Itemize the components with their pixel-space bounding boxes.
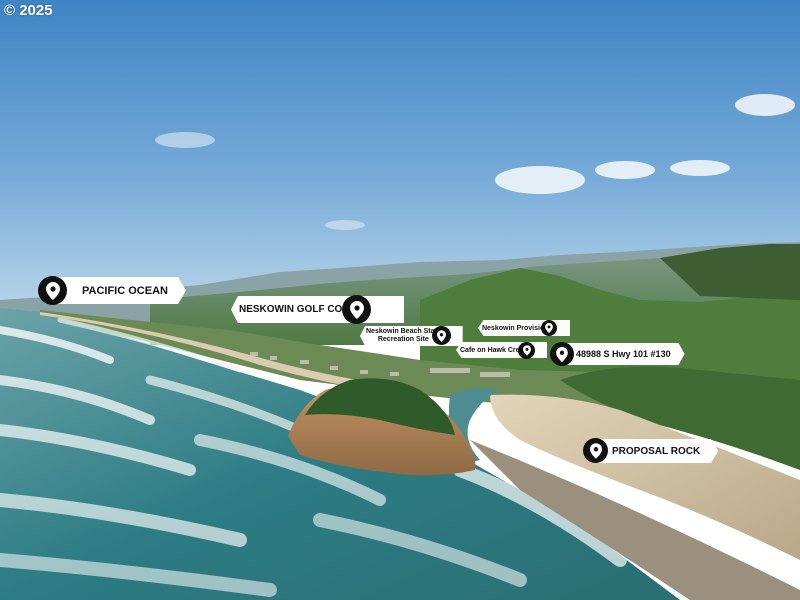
rock-trees (305, 378, 455, 435)
map-pin-icon[interactable] (583, 438, 608, 463)
map-pin-icon[interactable] (550, 342, 574, 366)
north-beach (40, 312, 420, 395)
marker-text-line2: Recreation Site (377, 336, 429, 343)
marker-text-line1: Neskowin Beach State (366, 328, 441, 335)
marker-text: 48988 S Hwy 101 #130 (576, 349, 671, 359)
marker-text: PACIFIC OCEAN (82, 284, 168, 297)
marker-label-address[interactable]: 48988 S Hwy 101 #130 (563, 343, 685, 365)
marker-label-pacific-ocean[interactable]: PACIFIC OCEAN (54, 277, 186, 304)
map-pin-icon[interactable] (38, 276, 67, 305)
marker-text: Cafe on Hawk Creek (460, 346, 528, 354)
map-pin-icon[interactable] (342, 295, 371, 324)
marker-text: Neskowin Provisions (482, 324, 553, 332)
marker-text: NESKOWIN GOLF COURSE (239, 304, 371, 315)
marker-label-golf-course[interactable]: NESKOWIN GOLF COURSE (231, 296, 405, 323)
copyright-notice: © 2025 (4, 2, 53, 19)
marker-label-proposal-rock[interactable]: PROPOSAL ROCK (598, 439, 719, 463)
sandy-beach (490, 394, 800, 560)
clouds (155, 94, 795, 230)
right-bluff-forest (560, 366, 800, 470)
map-pin-icon[interactable] (432, 326, 451, 345)
dark-ridge (660, 244, 800, 300)
map-pin-icon[interactable] (518, 342, 535, 359)
map-pin-icon[interactable] (541, 320, 557, 336)
wet-sand (470, 440, 800, 600)
marker-text: PROPOSAL ROCK (612, 445, 701, 457)
